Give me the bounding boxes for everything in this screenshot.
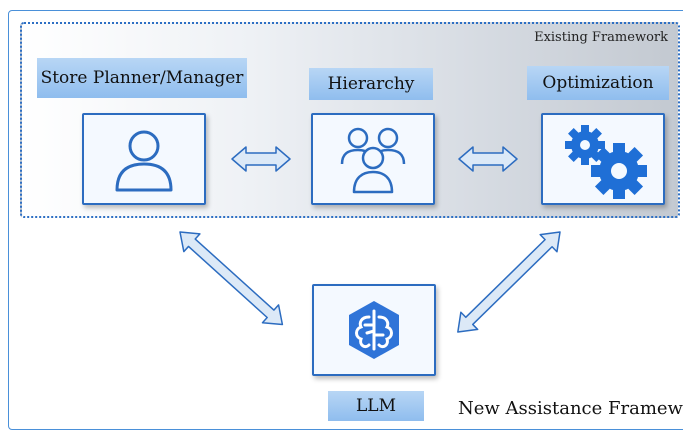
arrow-planner-hierarchy <box>231 146 291 172</box>
arrow-optimization-llm <box>457 231 561 333</box>
connector-arrows <box>179 146 561 333</box>
person-icon <box>115 130 173 192</box>
optimization-card <box>541 113 665 205</box>
existing-framework-title: Existing Framework <box>534 30 668 45</box>
hierarchy-card <box>311 113 435 205</box>
optimization-label: Optimization <box>527 66 669 100</box>
new-assistance-framework-title: New Assistance Framework <box>458 398 683 419</box>
store-planner-label: Store Planner/Manager <box>37 58 247 98</box>
brain-chip-icon <box>349 301 399 359</box>
arrow-hierarchy-optimization <box>458 146 518 172</box>
hierarchy-label: Hierarchy <box>309 68 433 100</box>
arrow-planner-llm <box>179 231 284 326</box>
llm-card <box>312 284 436 376</box>
group-icon <box>340 127 406 194</box>
store-planner-card <box>82 113 206 205</box>
llm-label: LLM <box>328 391 424 421</box>
gears-icon <box>565 125 647 199</box>
